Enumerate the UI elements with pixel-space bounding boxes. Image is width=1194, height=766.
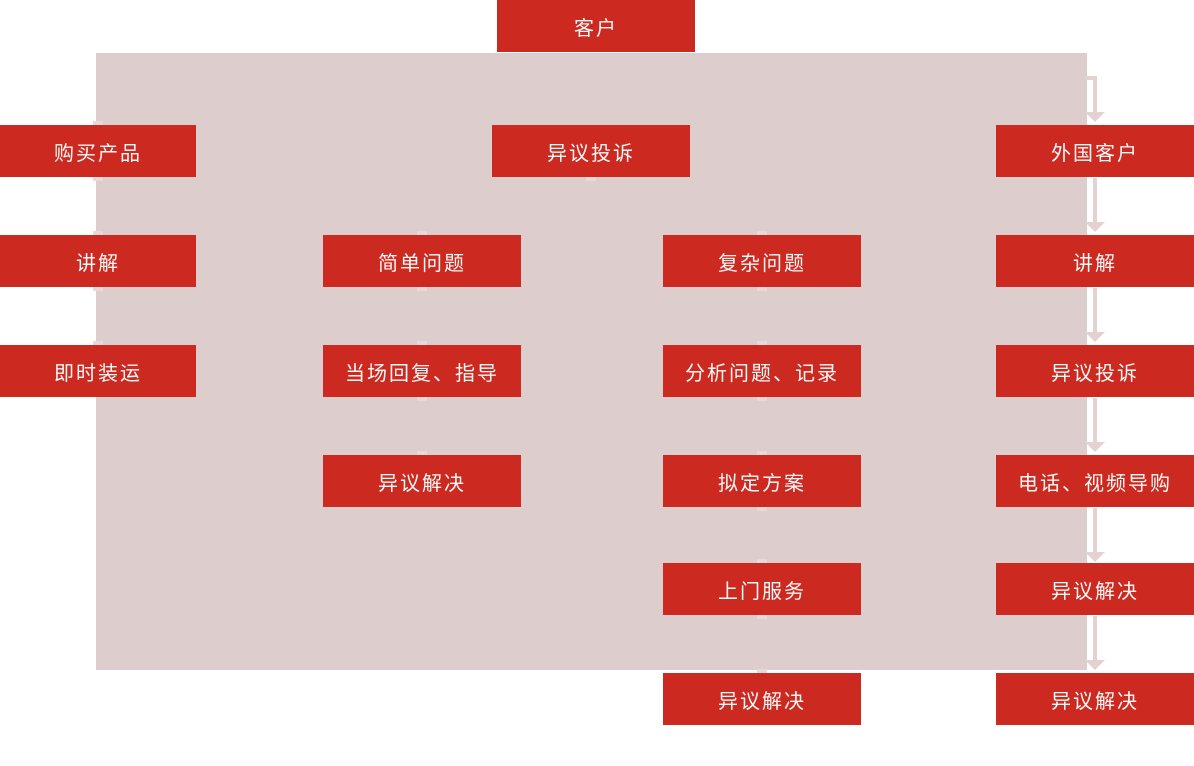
node-objection-complaint-foreign: 异议投诉 [996,345,1194,397]
node-phone-video-guide: 电话、视频导购 [996,455,1194,507]
node-analyze-record: 分析问题、记录 [663,345,861,397]
connector-stub [757,615,767,619]
connector-stub [757,397,767,401]
connector-stub [757,231,767,235]
node-explain: 讲解 [0,235,196,287]
connector-stub [757,451,767,455]
down-arrowhead-icon [1085,332,1105,342]
connector-stub [757,669,767,673]
node-immediate-shipment: 即时装运 [0,345,196,397]
node-simple-problem: 简单问题 [323,235,521,287]
node-objection-resolved-simple: 异议解决 [323,455,521,507]
elbow-connector-horizontal [1085,76,1097,80]
connector-stub [93,341,103,345]
connector-stub [757,287,767,291]
connector-stub [417,397,427,401]
down-arrowhead-icon [1085,112,1105,122]
flow-arrow-line [1093,616,1097,660]
connector-stub [757,341,767,345]
elbow-connector-vertical [1093,76,1097,113]
connector-stub [93,177,103,181]
connector-stub [93,287,103,291]
node-draft-plan: 拟定方案 [663,455,861,507]
connector-stub [93,231,103,235]
down-arrowhead-icon [1085,442,1105,452]
node-foreign-customer: 外国客户 [996,125,1194,177]
connector-stub [757,559,767,563]
connector-stub [93,121,103,125]
down-arrowhead-icon [1085,660,1105,670]
connector-stub [417,231,427,235]
node-objection-resolved-complex: 异议解决 [663,673,861,725]
node-onsite-reply-guidance: 当场回复、指导 [323,345,521,397]
flow-arrow-line [1093,288,1097,332]
node-purchase-product: 购买产品 [0,125,196,177]
node-complex-problem: 复杂问题 [663,235,861,287]
down-arrowhead-icon [1085,552,1105,562]
node-objection-resolved-foreign-1: 异议解决 [996,563,1194,615]
connector-stub [757,507,767,511]
node-complaint-center: 异议投诉 [492,125,690,177]
down-arrowhead-icon [1085,222,1105,232]
node-objection-resolved-foreign-2: 异议解决 [996,673,1194,725]
connector-stub [586,177,596,181]
node-door-to-door-service: 上门服务 [663,563,861,615]
node-explain-foreign: 讲解 [996,235,1194,287]
flow-arrow-line [1093,508,1097,552]
node-customer: 客户 [497,0,695,52]
flow-arrow-line [1093,398,1097,442]
connector-stub [417,341,427,345]
connector-stub [417,451,427,455]
connector-stub [417,287,427,291]
flow-arrow-line [1093,178,1097,222]
